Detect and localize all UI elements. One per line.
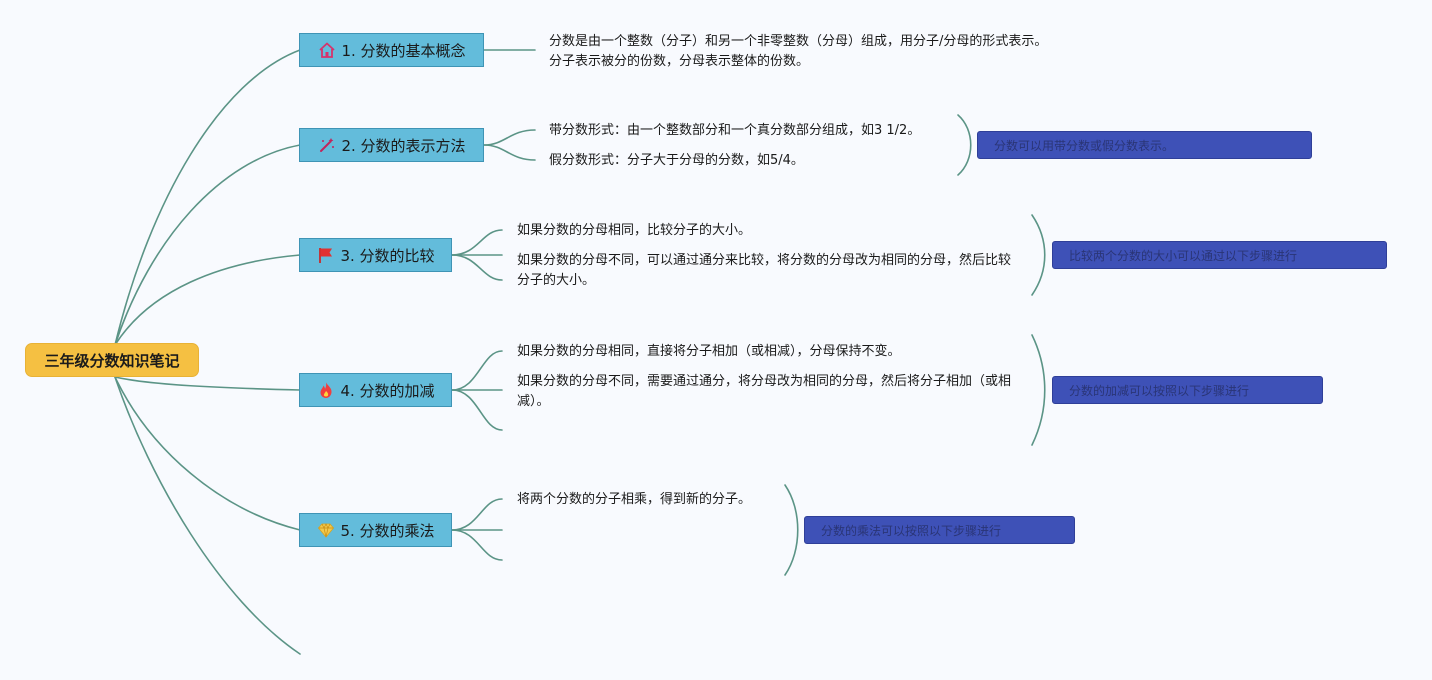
- connector-topic-5-note-3: [451, 529, 503, 561]
- topic-3[interactable]: 3. 分数的比较: [299, 238, 452, 272]
- summary-text: 分数的乘法可以按照以下步骤进行: [821, 523, 1002, 538]
- topic-4-note-1: 如果分数的分母相同，直接将分子相加（或相减），分母保持不变。: [517, 344, 901, 359]
- topic-label: 4. 分数的加减: [340, 381, 435, 400]
- connector-topic-4-note-1: [451, 350, 503, 391]
- connector-root-topic-5: [114, 376, 301, 531]
- connector-topic-3-note-1: [451, 229, 503, 256]
- connector-root-topic-4: [114, 376, 301, 391]
- connector-root-topic-3: [114, 254, 301, 346]
- connector-root-empty: [114, 376, 301, 655]
- flag-icon: [316, 245, 336, 265]
- summary-bracket-2: [957, 114, 972, 176]
- connector-topic-2-note-1: [483, 129, 536, 146]
- connector-root-topic-1: [114, 49, 301, 346]
- summary-topic-3[interactable]: 比较两个分数的大小可以通过以下步骤进行: [1052, 241, 1387, 269]
- summary-topic-4[interactable]: 分数的加减可以按照以下步骤进行: [1052, 376, 1323, 404]
- summary-topic-5[interactable]: 分数的乘法可以按照以下步骤进行: [804, 516, 1075, 544]
- topic-5[interactable]: 5. 分数的乘法: [299, 513, 452, 547]
- summary-text: 分数的加减可以按照以下步骤进行: [1069, 383, 1250, 398]
- diamond-icon: [316, 520, 336, 540]
- topic-1-note-1: 分数是由一个整数（分子）和另一个非零整数（分母）组成，用分子/分母的形式表示。分…: [549, 34, 1048, 69]
- topic-2-note-1: 带分数形式：由一个整数部分和一个真分数部分组成，如3 1/2。: [549, 123, 921, 138]
- topic-3-note-2: 如果分数的分母不同，可以通过通分来比较，将分数的分母改为相同的分母，然后比较分子…: [517, 253, 1012, 288]
- topic-4[interactable]: 4. 分数的加减: [299, 373, 452, 407]
- summary-bracket-3: [1031, 214, 1046, 296]
- house-icon: [317, 40, 337, 60]
- root-title: 三年级分数知识笔记: [44, 351, 180, 370]
- summary-bracket-4: [1031, 334, 1046, 446]
- root-topic[interactable]: 三年级分数知识笔记: [25, 343, 199, 377]
- topic-label: 3. 分数的比较: [340, 246, 435, 265]
- topic-label: 2. 分数的表示方法: [341, 136, 466, 155]
- topic-4-note-2: 如果分数的分母不同，需要通过通分，将分母改为相同的分母，然后将分子相加（或相减）…: [517, 374, 1012, 409]
- fire-icon: [316, 380, 336, 400]
- topic-2-note-2: 假分数形式：分子大于分母的分数，如5/4。: [549, 153, 804, 168]
- magic-wand-icon: [317, 135, 337, 155]
- topic-3-note-1: 如果分数的分母相同，比较分子的大小。: [517, 223, 752, 238]
- topic-label: 5. 分数的乘法: [340, 521, 435, 540]
- topic-5-note-1: 将两个分数的分子相乘，得到新的分子。: [517, 492, 752, 507]
- summary-topic-2[interactable]: 分数可以用带分数或假分数表示。: [977, 131, 1312, 159]
- topic-label: 1. 分数的基本概念: [341, 41, 466, 60]
- topic-2[interactable]: 2. 分数的表示方法: [299, 128, 484, 162]
- connector-topic-5-note-1: [451, 498, 503, 531]
- summary-text: 比较两个分数的大小可以通过以下步骤进行: [1069, 248, 1298, 263]
- connector-topic-4-note-3: [451, 389, 503, 431]
- connector-topic-3-note-3: [451, 254, 503, 281]
- connector-root-topic-2: [114, 144, 301, 346]
- summary-text: 分数可以用带分数或假分数表示。: [994, 138, 1175, 153]
- summary-bracket-5: [784, 484, 799, 576]
- connector-topic-2-note-2: [483, 144, 536, 161]
- topic-1[interactable]: 1. 分数的基本概念: [299, 33, 484, 67]
